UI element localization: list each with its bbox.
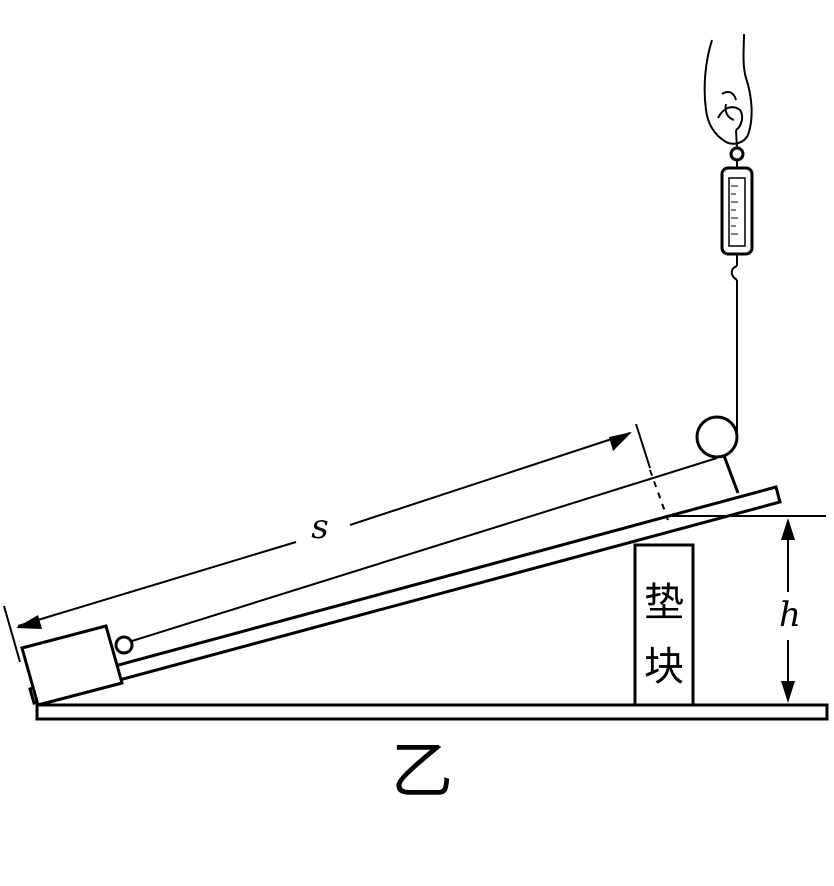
distance-dimension bbox=[3, 423, 669, 663]
height-dimension bbox=[781, 518, 795, 703]
height-label: h bbox=[779, 595, 801, 635]
spring-scale-icon bbox=[720, 146, 754, 281]
support-block-label-1: 垫 bbox=[644, 580, 684, 626]
support-block-label-2: 块 bbox=[644, 644, 684, 690]
string-along-incline bbox=[131, 457, 718, 642]
inclined-board bbox=[28, 485, 782, 705]
hand-icon bbox=[703, 33, 753, 149]
support-block bbox=[633, 543, 695, 707]
distance-label: s bbox=[311, 507, 328, 547]
block-hook bbox=[114, 635, 134, 655]
pulley bbox=[695, 415, 739, 459]
sliding-block bbox=[20, 624, 124, 707]
figure-label: 乙 bbox=[391, 734, 453, 807]
base-board bbox=[35, 703, 829, 721]
